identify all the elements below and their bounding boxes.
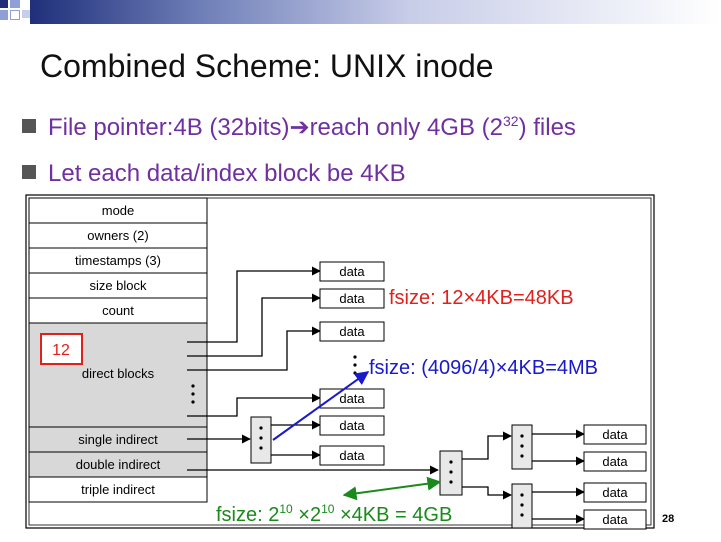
data-block-label: data (602, 427, 628, 442)
corner-square-3 (0, 10, 8, 20)
inode-label-timestamps: timestamps (3) (75, 253, 161, 268)
arrow-icon: ➔ (289, 114, 310, 141)
double-index-dots (449, 460, 453, 484)
corner-square-2 (10, 0, 20, 8)
data-block (319, 261, 385, 282)
bullet-block-size: Let each data/index block be 4KB (22, 160, 406, 188)
bullet-text: Let each data/index block be 4KB (48, 160, 406, 187)
data-block-label: data (339, 448, 365, 463)
bullet-file-pointer: File pointer:4B (32bits)➔reach only 4GB … (22, 113, 576, 142)
data-block-label: data (339, 264, 365, 279)
corner-square-1 (0, 0, 8, 8)
inode-label-mode: mode (102, 203, 135, 218)
corner-square-4 (10, 10, 20, 20)
direct-blocks-ellipsis (191, 384, 195, 404)
inode-label-double-indirect: double indirect (76, 457, 161, 472)
single-annotation-arrow (272, 371, 370, 441)
bullet-text-a: File pointer:4B (32bits) (48, 114, 290, 141)
direct-count-badge-label: 12 (52, 342, 70, 359)
inode-row-double-indirect (28, 451, 208, 478)
data-block-label: data (339, 324, 365, 339)
bullet-square-icon (22, 165, 36, 179)
inode-label-count: count (102, 303, 134, 318)
inode-label-single-indirect: single indirect (78, 432, 158, 447)
data-block-label: data (602, 485, 628, 500)
corner-square-5 (22, 10, 30, 18)
data-block (319, 445, 385, 466)
inode-label-triple-indirect: triple indirect (81, 482, 155, 497)
data-block (583, 509, 647, 530)
single-index-dots (259, 426, 263, 450)
second-index-dots (520, 493, 524, 517)
title-gradient-bar (30, 0, 721, 24)
single-index-block (250, 416, 272, 464)
second-index-pointers (532, 429, 585, 524)
data-block (319, 288, 385, 309)
inode-label-size-block: size block (89, 278, 147, 293)
data-block-label: data (339, 418, 365, 433)
single-size-note: fsize: (4096/4)×4KB=4MB (369, 357, 598, 379)
single-index-pointers (271, 420, 321, 460)
data-block (583, 424, 647, 445)
data-block (583, 451, 647, 472)
direct-dots (353, 355, 357, 375)
direct-pointers (187, 266, 321, 417)
slide-title: Combined Scheme: UNIX inode (40, 48, 494, 84)
inode-label-direct-blocks: direct blocks (82, 366, 155, 381)
data-block (319, 321, 385, 342)
triple-size-note: fsize: 210 ×210 ×4KB = 4GB (216, 502, 452, 526)
bullet-exponent: 32 (503, 113, 519, 129)
data-block-label: data (602, 454, 628, 469)
page-number: 28 (662, 513, 674, 525)
data-block-label: data (339, 291, 365, 306)
double-index-pointers (462, 431, 512, 500)
inode-row-owners (28, 222, 208, 249)
direct-size-note: fsize: 12×4KB=48KB (389, 287, 574, 309)
data-block (319, 415, 385, 436)
diagram-frame (25, 194, 655, 529)
inode-row-timestamps (28, 247, 208, 274)
bullet-text-c: ) files (518, 114, 576, 141)
data-block-label: data (602, 512, 628, 527)
data-block-label: data (339, 391, 365, 406)
inode-row-size-block (28, 272, 208, 299)
second-index-dots (520, 434, 524, 458)
inode-row-count (28, 297, 208, 324)
data-block (583, 482, 647, 503)
direct-count-badge (40, 333, 83, 365)
bullet-square-icon (22, 119, 36, 133)
inode-row-triple-indirect (28, 476, 208, 503)
inode-label-owners: owners (2) (87, 228, 148, 243)
inode-row-single-indirect (28, 426, 208, 453)
bullet-text-b: reach only 4GB (2 (309, 114, 503, 141)
triple-annotation-arrow (342, 476, 442, 501)
inode-row-mode (28, 197, 208, 224)
